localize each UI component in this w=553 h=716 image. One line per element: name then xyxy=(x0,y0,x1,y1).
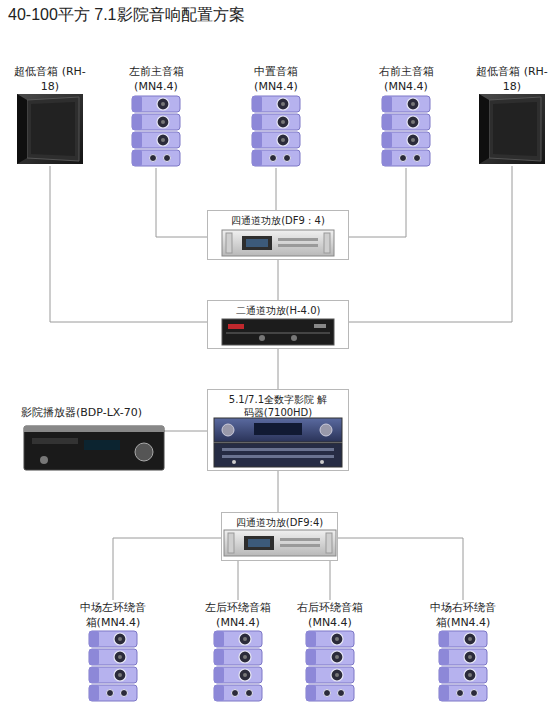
signal-cable xyxy=(330,561,331,600)
device-node: 中场左环绕音箱(MN4.4) xyxy=(72,600,154,704)
speaker-image xyxy=(439,631,487,701)
device-box: 四通道功放(DF9 : 4) xyxy=(207,210,349,260)
device-node: 左前主音箱 (MN4.4) xyxy=(116,64,196,168)
device-label: 中场左环绕音箱(MN4.4) xyxy=(76,600,150,630)
signal-cable xyxy=(349,168,406,237)
speaker-image xyxy=(252,96,300,166)
speaker-image xyxy=(382,96,430,166)
device-label: 四通道功放(DF9 : 4) xyxy=(210,214,346,227)
subwoofer-image xyxy=(17,94,83,164)
device-label: 左前主音箱 (MN4.4) xyxy=(117,64,195,94)
device-label: 影院播放器(BDP-LX-70) xyxy=(21,405,203,420)
device-node: 右后环绕音箱 (MN4.4) xyxy=(290,600,370,704)
player-image xyxy=(24,426,164,470)
device-label: 左后环绕音箱 (MN4.4) xyxy=(200,600,276,630)
speaker-image xyxy=(89,631,137,701)
signal-cable xyxy=(349,166,512,322)
device-node: 左后环绕音箱 (MN4.4) xyxy=(198,600,278,704)
device-node: 影院播放器(BDP-LX-70) xyxy=(20,405,204,473)
device-label: 超低音箱 (RH-18) xyxy=(476,64,548,94)
device-box: 四通道功放(DF9:4) xyxy=(221,512,338,561)
decoder-image xyxy=(214,418,342,467)
device-box: 二通道功放(H-4.0) xyxy=(207,300,349,349)
signal-cable xyxy=(156,168,207,237)
device-label: 5.1/7.1全数字影院 解码器(7100HD) xyxy=(228,393,328,419)
speaker-image xyxy=(214,631,262,701)
speaker-image xyxy=(306,631,354,701)
signal-cable xyxy=(50,166,207,322)
device-label: 中置音箱 (MN4.4) xyxy=(237,64,315,94)
signal-cable xyxy=(338,538,463,600)
device-label: 四通道功放(DF9:4) xyxy=(224,516,336,529)
device-label: 二通道功放(H-4.0) xyxy=(210,304,346,317)
device-label: 超低音箱 (RH-18) xyxy=(14,64,86,94)
signal-cable xyxy=(238,561,239,600)
signal-cable xyxy=(278,471,279,512)
signal-cable xyxy=(278,260,279,300)
signal-cable xyxy=(164,431,207,432)
signal-cable xyxy=(113,538,221,600)
device-label: 右后环绕音箱 (MN4.4) xyxy=(292,600,368,630)
device-label: 右前主音箱 (MN4.4) xyxy=(367,64,445,94)
device-node: 超低音箱 (RH-18) xyxy=(474,64,550,166)
device-label: 中场右环绕音箱(MN4.4) xyxy=(426,600,500,630)
amplifier-image xyxy=(222,230,334,256)
subwoofer-image xyxy=(479,94,545,164)
signal-cable xyxy=(276,168,277,210)
device-box: 5.1/7.1全数字影院 解码器(7100HD) xyxy=(207,389,349,471)
speaker-image xyxy=(132,96,180,166)
diagram-title: 40-100平方 7.1影院音响配置方案 xyxy=(8,5,245,26)
amplifier-image xyxy=(222,319,334,345)
device-node: 超低音箱 (RH-18) xyxy=(12,64,88,166)
device-node: 右前主音箱 (MN4.4) xyxy=(366,64,446,168)
device-node: 中置音箱 (MN4.4) xyxy=(236,64,316,168)
signal-cable xyxy=(278,349,279,389)
amplifier-image xyxy=(224,530,336,556)
device-node: 中场右环绕音箱(MN4.4) xyxy=(422,600,504,704)
